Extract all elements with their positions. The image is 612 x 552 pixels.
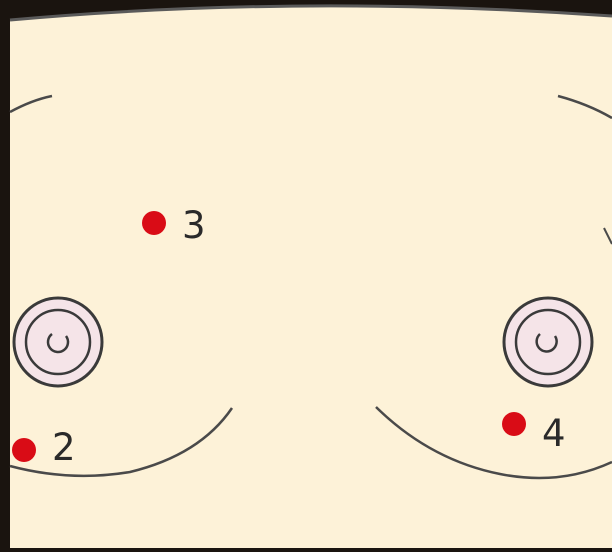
acupoint-2-label: 2: [52, 426, 76, 469]
acupoint-3-label: 3: [182, 204, 206, 247]
acupoint-2-marker: [12, 438, 36, 462]
acupoint-3-marker: [142, 211, 166, 235]
acupoint-4-marker: [502, 412, 526, 436]
acupoint-4-label: 4: [542, 412, 566, 455]
left-areola: [14, 298, 102, 386]
right-areola: [504, 298, 592, 386]
diagram-background: [10, 6, 612, 548]
